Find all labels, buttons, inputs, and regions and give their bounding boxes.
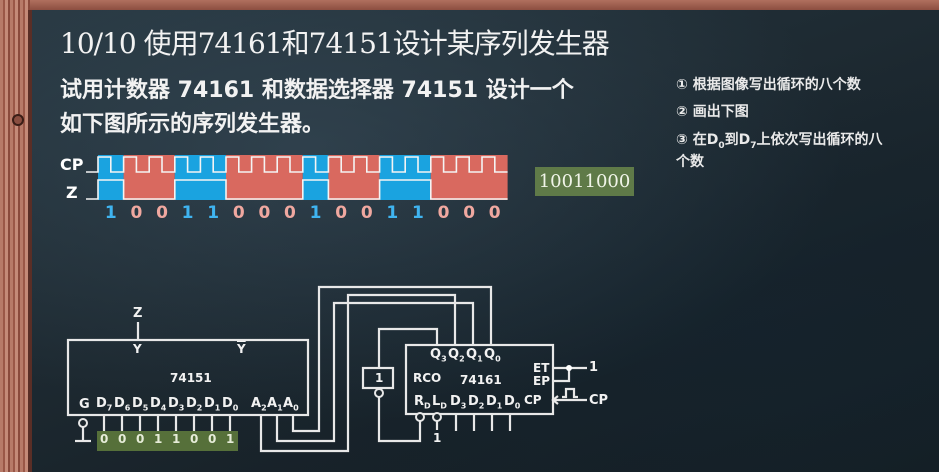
bit-label: 0 — [335, 203, 348, 223]
bit-label: 1 — [104, 203, 117, 223]
bit-label: 0 — [360, 203, 373, 223]
bit-label: 0 — [437, 203, 450, 223]
inverter-label: 1 — [375, 371, 384, 385]
chalkboard-frame-top — [0, 0, 939, 10]
data-value-label: 1 — [154, 432, 163, 446]
data-value-label: 0 — [190, 432, 199, 446]
rd-label: RD — [414, 394, 431, 411]
ep-label: EP — [533, 374, 550, 388]
data-value-label: 0 — [208, 432, 217, 446]
counter-output-label: Q3 — [430, 347, 447, 364]
y-output-label: Y — [133, 342, 142, 356]
ld-label: LD — [432, 394, 447, 411]
cp-pin-label: CP — [524, 393, 542, 407]
bit-label: 1 — [181, 203, 194, 223]
step-3-line-2: 个数 — [676, 154, 704, 170]
select-input-label: A1 — [267, 396, 283, 413]
data-value-label: 0 — [118, 432, 127, 446]
data-value-label: 1 — [226, 432, 235, 446]
ld-bubble-icon — [432, 412, 442, 422]
et-value-label: 1 — [589, 360, 599, 375]
data-values-box — [97, 431, 238, 451]
bit-label: 0 — [232, 203, 245, 223]
bit-label: 0 — [463, 203, 476, 223]
inverter-bubble-icon — [374, 388, 384, 398]
counter-output-label: Q2 — [448, 347, 465, 364]
z-net-label: Z — [133, 306, 143, 321]
chalkboard-frame-left — [0, 0, 30, 472]
counter-output-label: Q1 — [466, 347, 483, 364]
counter-data-input-label: D3 — [450, 394, 467, 411]
counter-data-input-label: D1 — [486, 394, 503, 411]
data-value-label: 0 — [136, 432, 145, 446]
chip-74161-name: 74161 — [460, 373, 502, 387]
bit-label: 0 — [156, 203, 168, 223]
counter-output-label: Q0 — [484, 347, 501, 364]
data-input-label: D4 — [150, 396, 167, 413]
data-value-label: 0 — [100, 432, 109, 446]
data-input-label: D0 — [222, 396, 239, 413]
data-input-label: D6 — [114, 396, 131, 413]
step-3-sub0: 0 — [718, 140, 725, 151]
data-input-label: D2 — [186, 396, 203, 413]
counter-data-input-label: D0 — [504, 394, 521, 411]
chalkboard-frame-edge — [28, 10, 32, 472]
bit-label: 1 — [412, 203, 424, 223]
sequence-result-badge: 10011000 — [535, 167, 634, 196]
bit-label: 0 — [130, 203, 143, 223]
cp-label: CP — [60, 155, 84, 174]
junction-dot-icon — [566, 365, 572, 371]
cp-source-label: CP — [589, 393, 609, 408]
data-value-label: 1 — [172, 432, 181, 446]
bit-label: 1 — [207, 203, 220, 223]
z-label: Z — [66, 183, 78, 202]
step-3-sub7: 7 — [750, 140, 757, 151]
step-3-suffix: 上依次写出循环的八 — [756, 132, 883, 148]
chip-74151-box — [66, 338, 310, 417]
rco-label: RCO — [413, 371, 442, 385]
g-bubble-icon — [78, 418, 88, 428]
g-enable-label: G — [79, 397, 90, 412]
chalkboard — [32, 10, 939, 472]
et-label: ET — [533, 361, 550, 375]
rd-bubble-icon — [415, 412, 425, 422]
step-3-prefix: ③ 在D — [676, 132, 719, 148]
bit-label: 0 — [284, 203, 296, 223]
bit-label: 0 — [258, 203, 271, 223]
slide-title: 10/10 使用74161和74151设计某序列发生器 — [60, 27, 610, 60]
frame-nail-icon — [12, 114, 24, 126]
bit-label: 1 — [386, 203, 399, 223]
data-input-label: D3 — [168, 396, 185, 413]
bit-label: 0 — [488, 203, 501, 223]
select-input-label: A0 — [283, 396, 299, 413]
data-input-label: D1 — [204, 396, 221, 413]
question-line-2: 如下图所示的序列发生器。 — [60, 112, 325, 137]
chip-74151-name: 74151 — [170, 371, 212, 385]
ybar-output-label: Y — [237, 342, 246, 356]
step-3-mid: 到D — [724, 132, 751, 148]
counter-data-input-label: D2 — [468, 394, 485, 411]
chip-74161-box — [404, 343, 555, 416]
step-2: ② 画出下图 — [676, 104, 749, 120]
bit-label: 1 — [309, 203, 322, 223]
question-line-1: 试用计数器 74161 和数据选择器 74151 设计一个 — [60, 78, 574, 103]
select-input-label: A2 — [251, 396, 267, 413]
ld-value-label: 1 — [433, 431, 442, 445]
data-input-label: D7 — [96, 396, 113, 413]
step-3: ③ 在D0到D7上依次写出循环的八 — [676, 129, 883, 151]
step-1: ① 根据图像写出循环的八个数 — [676, 77, 861, 93]
data-input-label: D5 — [132, 396, 149, 413]
